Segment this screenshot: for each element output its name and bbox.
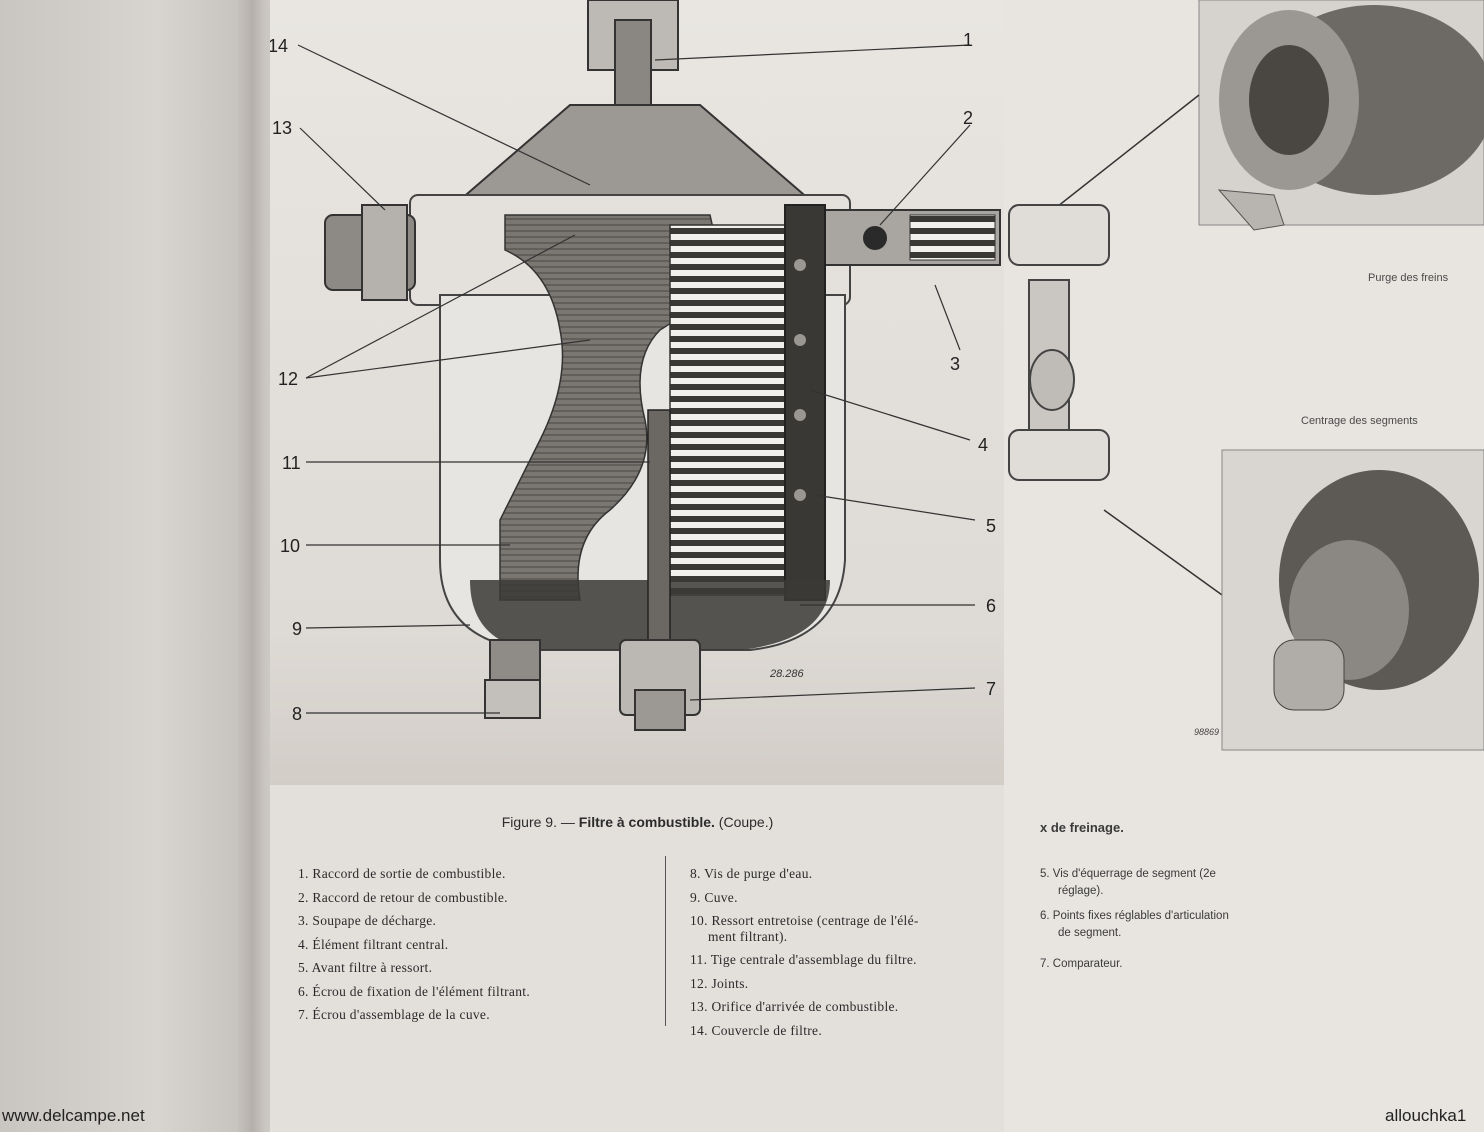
legend-item: 7. Écrou d'assemblage de la cuve. xyxy=(298,1007,490,1022)
label-purge-freins: Purge des freins xyxy=(1368,272,1449,284)
label-centrage-segments: Centrage des segments xyxy=(1301,415,1418,427)
callout-9: 9 xyxy=(292,619,302,639)
left-page xyxy=(0,0,262,1132)
legend-right: 8. Vis de purge d'eau. 9. Cuve. 10. Ress… xyxy=(690,862,919,1042)
callout-1: 1 xyxy=(963,30,973,50)
caption-title: Filtre à combustible. xyxy=(578,814,715,830)
right-legend-item-continued: de segment. xyxy=(1058,927,1122,939)
legend-item-continued: ment filtrant). xyxy=(708,928,788,944)
watermark-left: www.delcampe.net xyxy=(2,1106,145,1125)
figure-caption: Figure 9. — Filtre à combustible. (Coupe… xyxy=(270,814,1005,830)
right-caption: x de freinage. xyxy=(1040,820,1124,835)
legend-item: 9. Cuve. xyxy=(690,889,738,905)
legend-item: 2. Raccord de retour de combustible. xyxy=(298,889,508,905)
callout-4: 4 xyxy=(978,435,988,455)
callout-14: 14 xyxy=(270,36,288,56)
right-legend-item: 5. Vis d'équerrage de segment (2e xyxy=(1040,868,1216,880)
brake-illustrations: 98869 xyxy=(1008,0,1484,751)
fuel-filter-cross-section: 28.286 14 13 12 11 10 9 8 1 2 3 4 5 6 7 xyxy=(268,0,1001,731)
callout-11: 11 xyxy=(282,453,301,473)
callout-8: 8 xyxy=(292,704,302,724)
legend-item: 12. Joints. xyxy=(690,975,749,991)
legend-left: 1. Raccord de sortie de combustible. 2. … xyxy=(298,862,530,1027)
caption-prefix: Figure 9. — xyxy=(501,814,575,830)
figure-area: 28.286 14 13 12 11 10 9 8 1 2 3 4 5 6 7 xyxy=(268,0,1005,785)
legend-item: 5. Avant filtre à ressort. xyxy=(298,960,433,975)
main-page: 28.286 14 13 12 11 10 9 8 1 2 3 4 5 6 7 … xyxy=(268,0,1005,1132)
legend-item: 4. Élément filtrant central. xyxy=(298,936,449,952)
drawing-number: 28.286 xyxy=(769,668,805,680)
right-legend-item: 6. Points fixes réglables d'articulation xyxy=(1040,910,1229,922)
right-legend-item-continued: réglage). xyxy=(1058,885,1104,897)
callout-3: 3 xyxy=(950,354,960,374)
callout-13: 13 xyxy=(272,118,292,138)
legend-item: 14. Couvercle de filtre. xyxy=(690,1022,823,1038)
caption-suffix: (Coupe.) xyxy=(718,814,774,830)
callout-7: 7 xyxy=(986,679,996,699)
legend-item: 11. Tige centrale d'assemblage du filtre… xyxy=(690,952,917,967)
callout-5: 5 xyxy=(986,516,996,536)
legend-item: 10. Ressort entretoise (centrage de l'él… xyxy=(690,913,919,928)
right-legend-item: 7. Comparateur. xyxy=(1040,958,1123,970)
callout-12: 12 xyxy=(278,369,298,389)
right-page: 98869 Purge des freins Centrage des segm… xyxy=(1004,0,1484,1132)
callout-10: 10 xyxy=(280,536,300,556)
callout-6: 6 xyxy=(986,596,996,616)
legend-item: 13. Orifice d'arrivée de combustible. xyxy=(690,999,899,1014)
legend-item: 3. Soupape de décharge. xyxy=(298,913,437,928)
callout-2: 2 xyxy=(963,108,973,128)
legend-item: 1. Raccord de sortie de combustible. xyxy=(298,866,506,881)
legend-item: 8. Vis de purge d'eau. xyxy=(690,866,813,881)
legend-divider xyxy=(665,856,666,1026)
watermark-right: allouchka1 xyxy=(1385,1106,1467,1125)
legend-item: 6. Écrou de fixation de l'élément filtra… xyxy=(298,983,531,999)
right-drawing-number: 98869 xyxy=(1194,727,1219,737)
page-edge xyxy=(238,0,274,1132)
